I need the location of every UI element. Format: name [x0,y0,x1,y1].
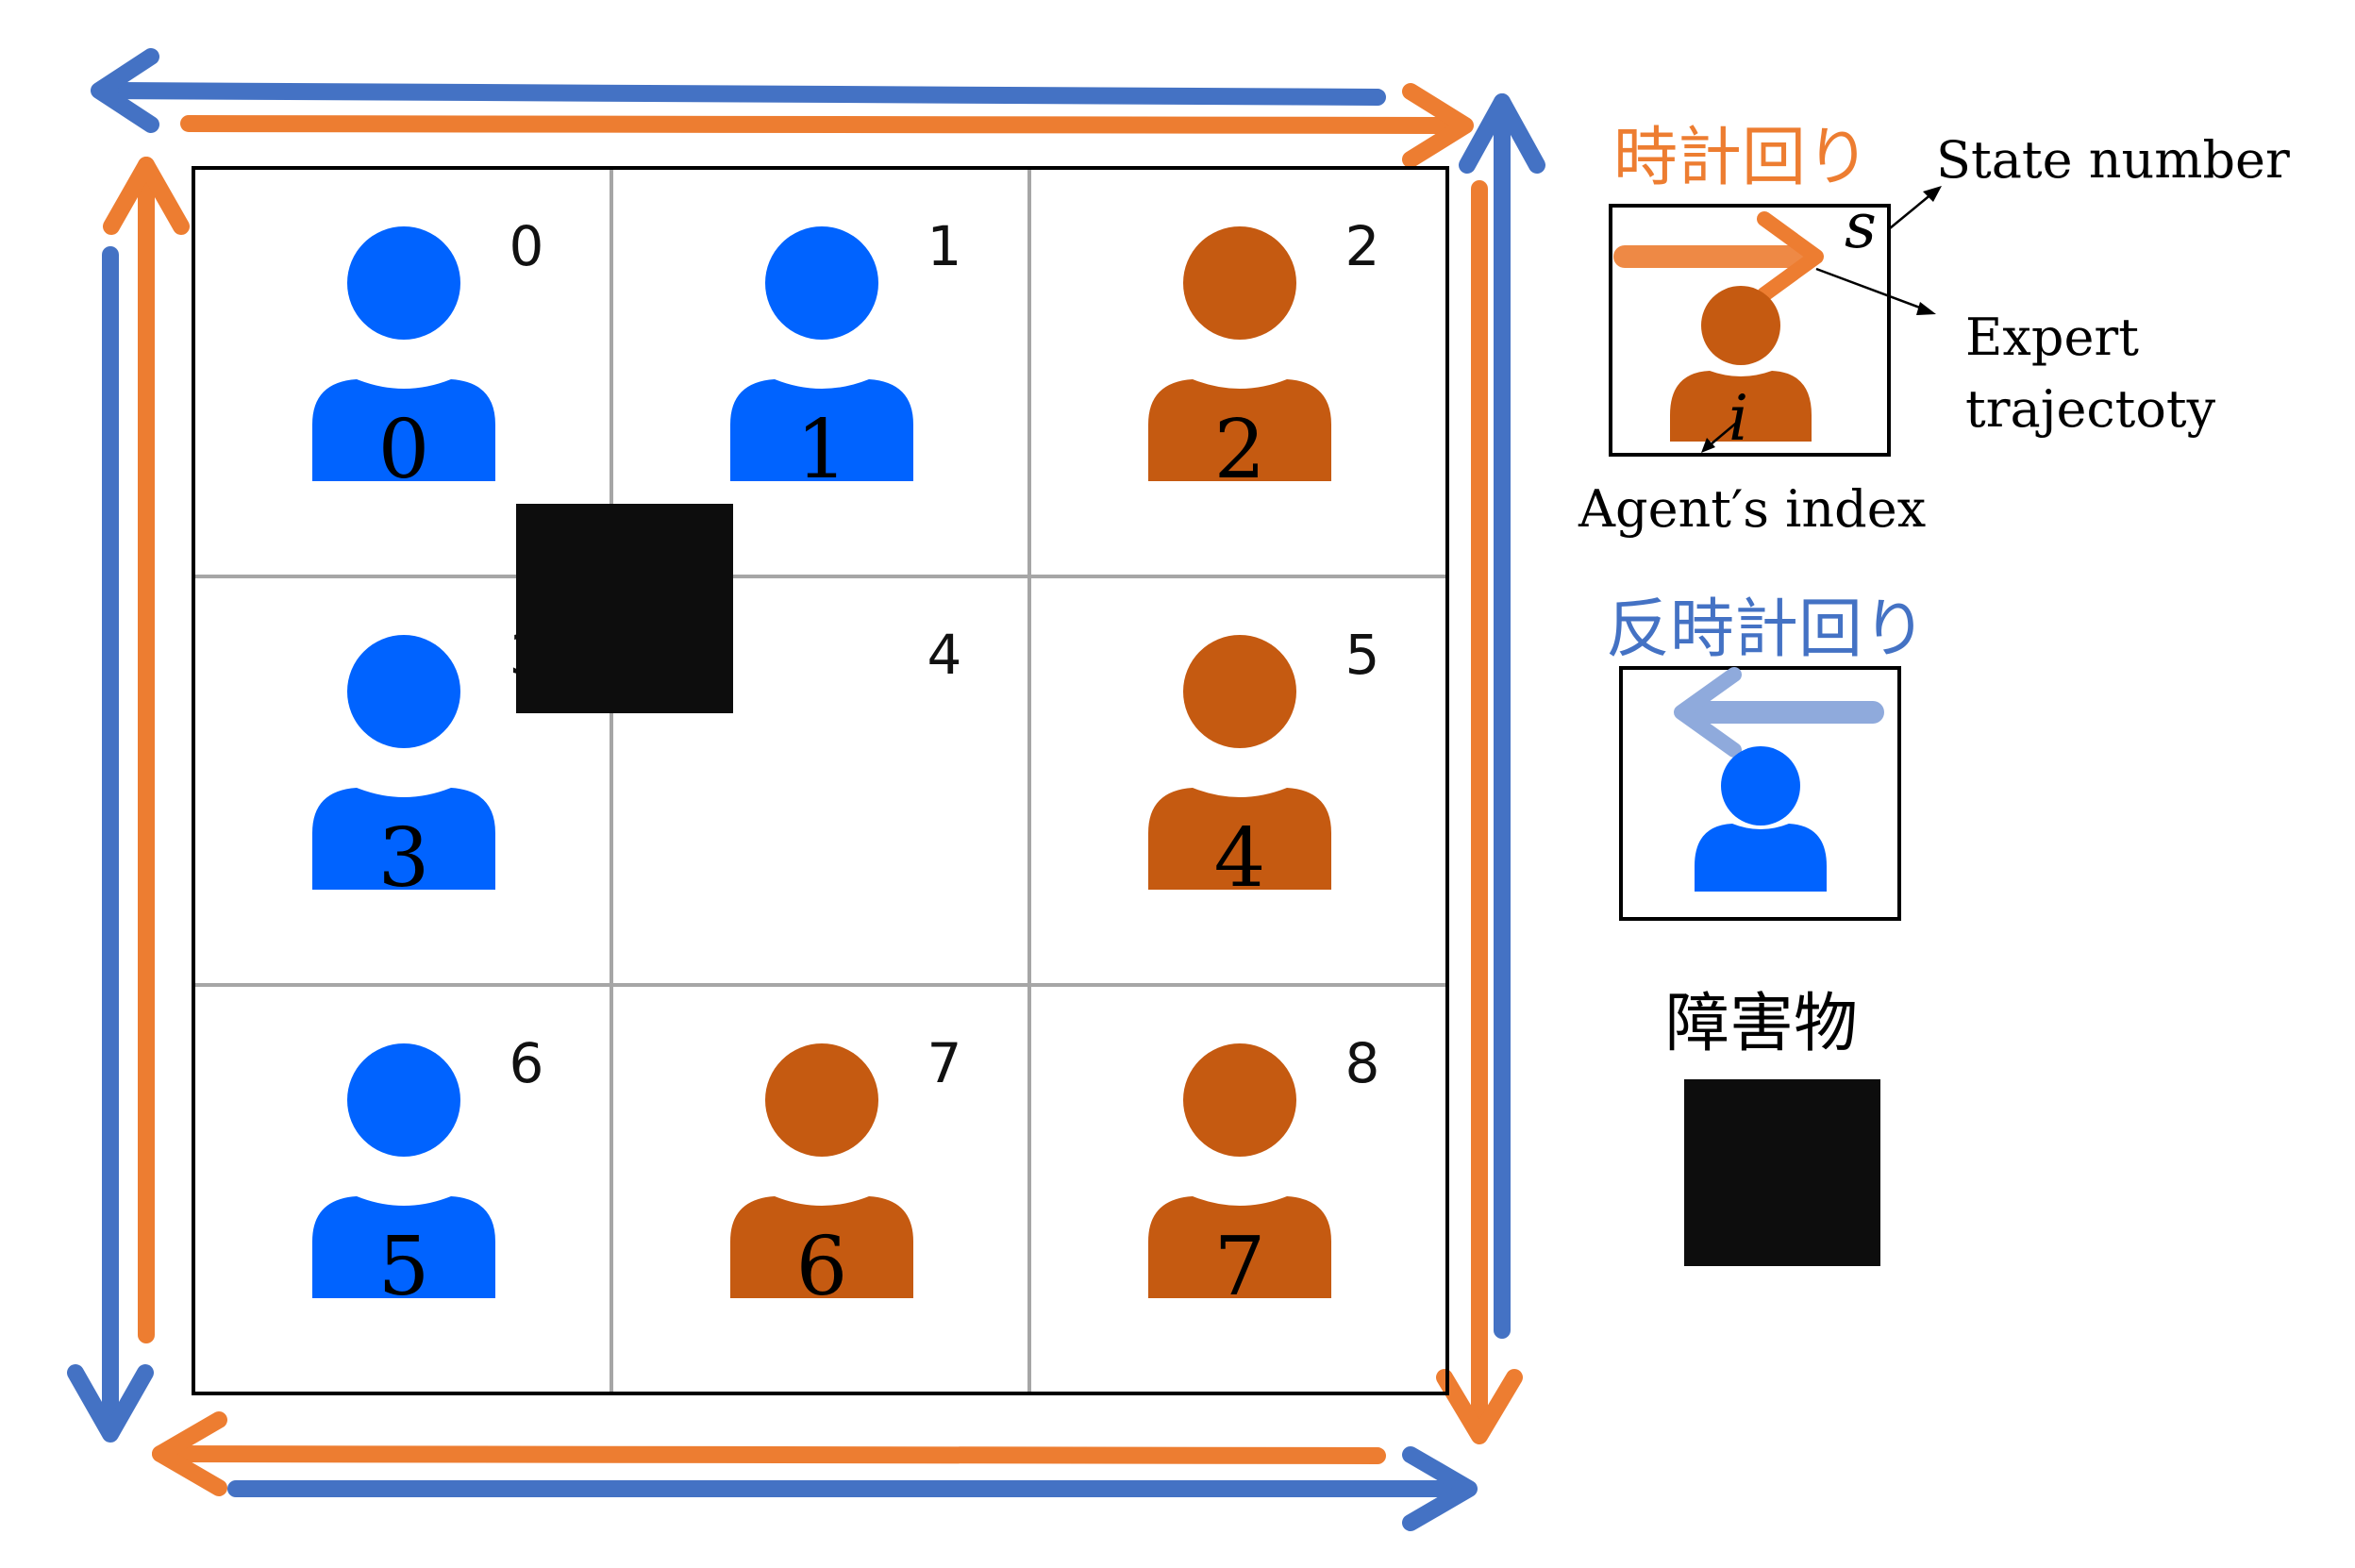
agent-index: 0 [378,403,430,497]
agent-index: 2 [1214,403,1266,497]
agent-index: 6 [796,1220,848,1314]
grid-border [192,166,1449,1395]
grid-cell: 76 [730,1031,961,1314]
grid-cell: 65 [312,1031,543,1314]
legend: 時計回り State number s i Expert trajectoty … [1578,121,2290,1266]
state-number-label: State number [1936,130,2290,190]
top-arrow-clockwise-icon [180,83,1474,168]
right-arrow-counterclockwise-icon [1459,93,1545,1339]
person-icon [1148,226,1331,481]
agent-index: 7 [1214,1220,1266,1314]
person-icon [312,1043,495,1298]
counterclockwise-label: 反時計回り [1606,592,1927,667]
legend-pointer-lines [1701,186,1942,453]
agent-index-label: Agent′s index [1578,479,1926,539]
bottom-arrow-counterclockwise-icon [227,1446,1478,1531]
agent-index: 4 [1214,811,1266,906]
bottom-arrow-clockwise-icon [152,1411,1386,1496]
legend-obstacle-icon [1684,1079,1880,1266]
state-number: 0 [509,214,544,278]
legend-state-symbol: s [1845,190,1877,262]
state-number: 6 [509,1031,544,1095]
legend-counterclockwise-arrow-icon [1674,667,1884,758]
right-arrow-clockwise-icon [1436,180,1523,1444]
expert-label-line2: trajectoty [1965,379,2216,439]
person-icon [730,226,913,481]
legend-agent-symbol: i [1729,382,1748,455]
person-icon [1148,1043,1331,1298]
grid-cell: 00 [312,214,543,497]
agent-index: 5 [378,1220,430,1314]
state-number: 4 [927,623,962,687]
state-number: 2 [1345,214,1380,278]
person-icon [312,226,495,481]
legend-blue-agent-icon [1695,746,1827,892]
person-icon [730,1043,913,1298]
grid-cell: 33 [312,623,543,906]
grid-cell: 87 [1148,1031,1379,1314]
grid-cell: 4 [516,504,961,713]
person-icon [312,635,495,890]
state-number: 1 [927,214,962,278]
expert-label-line1: Expert [1965,308,2139,367]
legend-clockwise-arrow-icon [1613,211,1824,302]
boundary-arrows [67,48,1545,1531]
left-arrow-counterclockwise-icon [67,246,154,1443]
legend-orange-agent-icon [1670,286,1812,442]
state-number: 8 [1345,1031,1380,1095]
state-number: 7 [927,1031,962,1095]
gridworld: 00112233454657687 [192,166,1449,1395]
top-arrow-counterclockwise-icon [91,48,1386,133]
grid-cell: 22 [1148,214,1379,497]
grid-cell: 11 [730,214,961,497]
agent-index: 1 [796,403,848,497]
obstacle-block [516,504,733,713]
grid-cell: 54 [1148,623,1379,906]
person-icon [1148,635,1331,890]
obstacle-label: 障害物 [1665,987,1858,1061]
clockwise-label: 時計回り [1613,121,1870,195]
state-number: 5 [1345,623,1380,687]
left-arrow-clockwise-icon [103,157,190,1343]
agent-index: 3 [378,811,430,906]
